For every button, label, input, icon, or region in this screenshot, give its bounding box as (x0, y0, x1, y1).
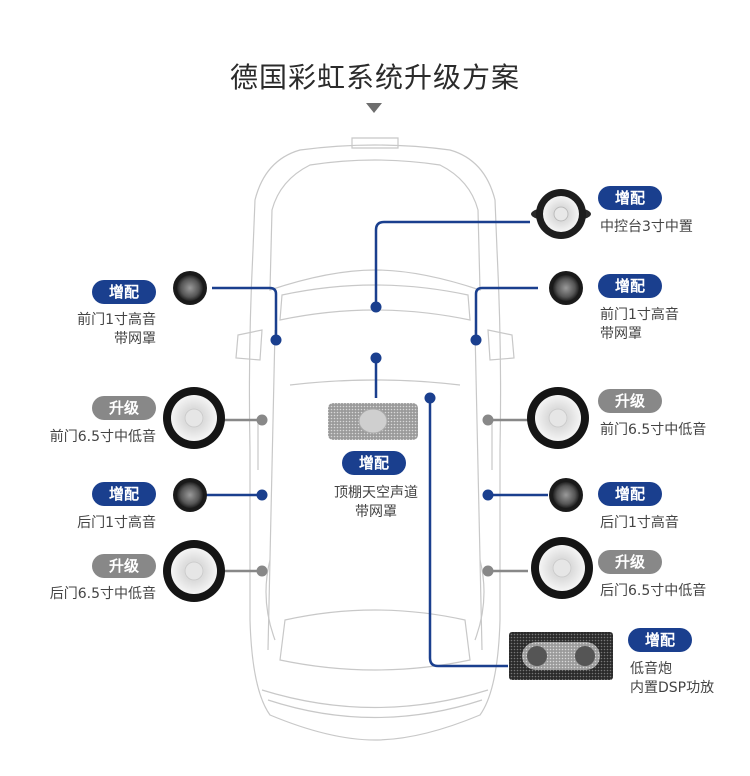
badge-add: 增配 (92, 280, 156, 304)
label-center-dash: 中控台3寸中置 (600, 219, 693, 235)
woofer-icon (531, 537, 593, 599)
tweeter-icon (549, 478, 583, 512)
label-line: 前门1寸高音 (77, 312, 156, 328)
label-rear-woofer-left: 后门6.5寸中低音 (49, 586, 156, 602)
label-rear-woofer-right: 后门6.5寸中低音 (600, 583, 707, 599)
subwoofer-icon (509, 632, 613, 680)
label-line: 带网罩 (355, 504, 397, 520)
down-arrow-icon (366, 103, 382, 113)
badge-add: 增配 (598, 274, 662, 298)
label-line: 内置DSP功放 (630, 680, 715, 696)
badge-add: 增配 (598, 186, 662, 210)
woofer-icon (163, 387, 225, 449)
label-front-woofer-right: 前门6.5寸中低音 (600, 422, 707, 438)
tweeter-icon (173, 271, 207, 305)
label-front-woofer-left: 前门6.5寸中低音 (49, 429, 156, 445)
woofer-icon (163, 540, 225, 602)
label-line: 带网罩 (114, 331, 156, 347)
badge-add: 增配 (598, 482, 662, 506)
badge-upgrade: 升级 (92, 396, 156, 420)
label-front-tweeter-right: 前门1寸高音 带网罩 (600, 306, 679, 344)
label-rear-tweeter-left: 后门1寸高音 (77, 515, 156, 531)
connector-dots (256, 301, 494, 577)
tweeter-icon (549, 271, 583, 305)
label-subwoofer: 低音炮 内置DSP功放 (630, 660, 714, 698)
label-line: 带网罩 (600, 326, 642, 342)
label-line: 前门1寸高音 (600, 307, 679, 323)
badge-add: 增配 (92, 482, 156, 506)
label-rear-tweeter-right: 后门1寸高音 (600, 515, 679, 531)
label-front-tweeter-left: 前门1寸高音 带网罩 (77, 311, 156, 349)
woofer-icon (527, 387, 589, 449)
midrange-speaker-icon (531, 189, 591, 239)
badge-add: 增配 (628, 628, 692, 652)
tweeter-icon (173, 478, 207, 512)
label-line: 低音炮 (630, 661, 672, 677)
badge-add: 增配 (342, 451, 406, 475)
connector-lines (206, 220, 548, 668)
badge-upgrade: 升级 (92, 554, 156, 578)
label-roof: 顶棚天空声道 带网罩 (316, 484, 436, 522)
page-title: 德国彩虹系统升级方案 (229, 61, 520, 94)
roof-speaker-icon (328, 403, 418, 440)
badge-upgrade: 升级 (598, 550, 662, 574)
badge-upgrade: 升级 (598, 389, 662, 413)
car-body (235, 137, 515, 741)
label-line: 顶棚天空声道 (334, 485, 418, 501)
